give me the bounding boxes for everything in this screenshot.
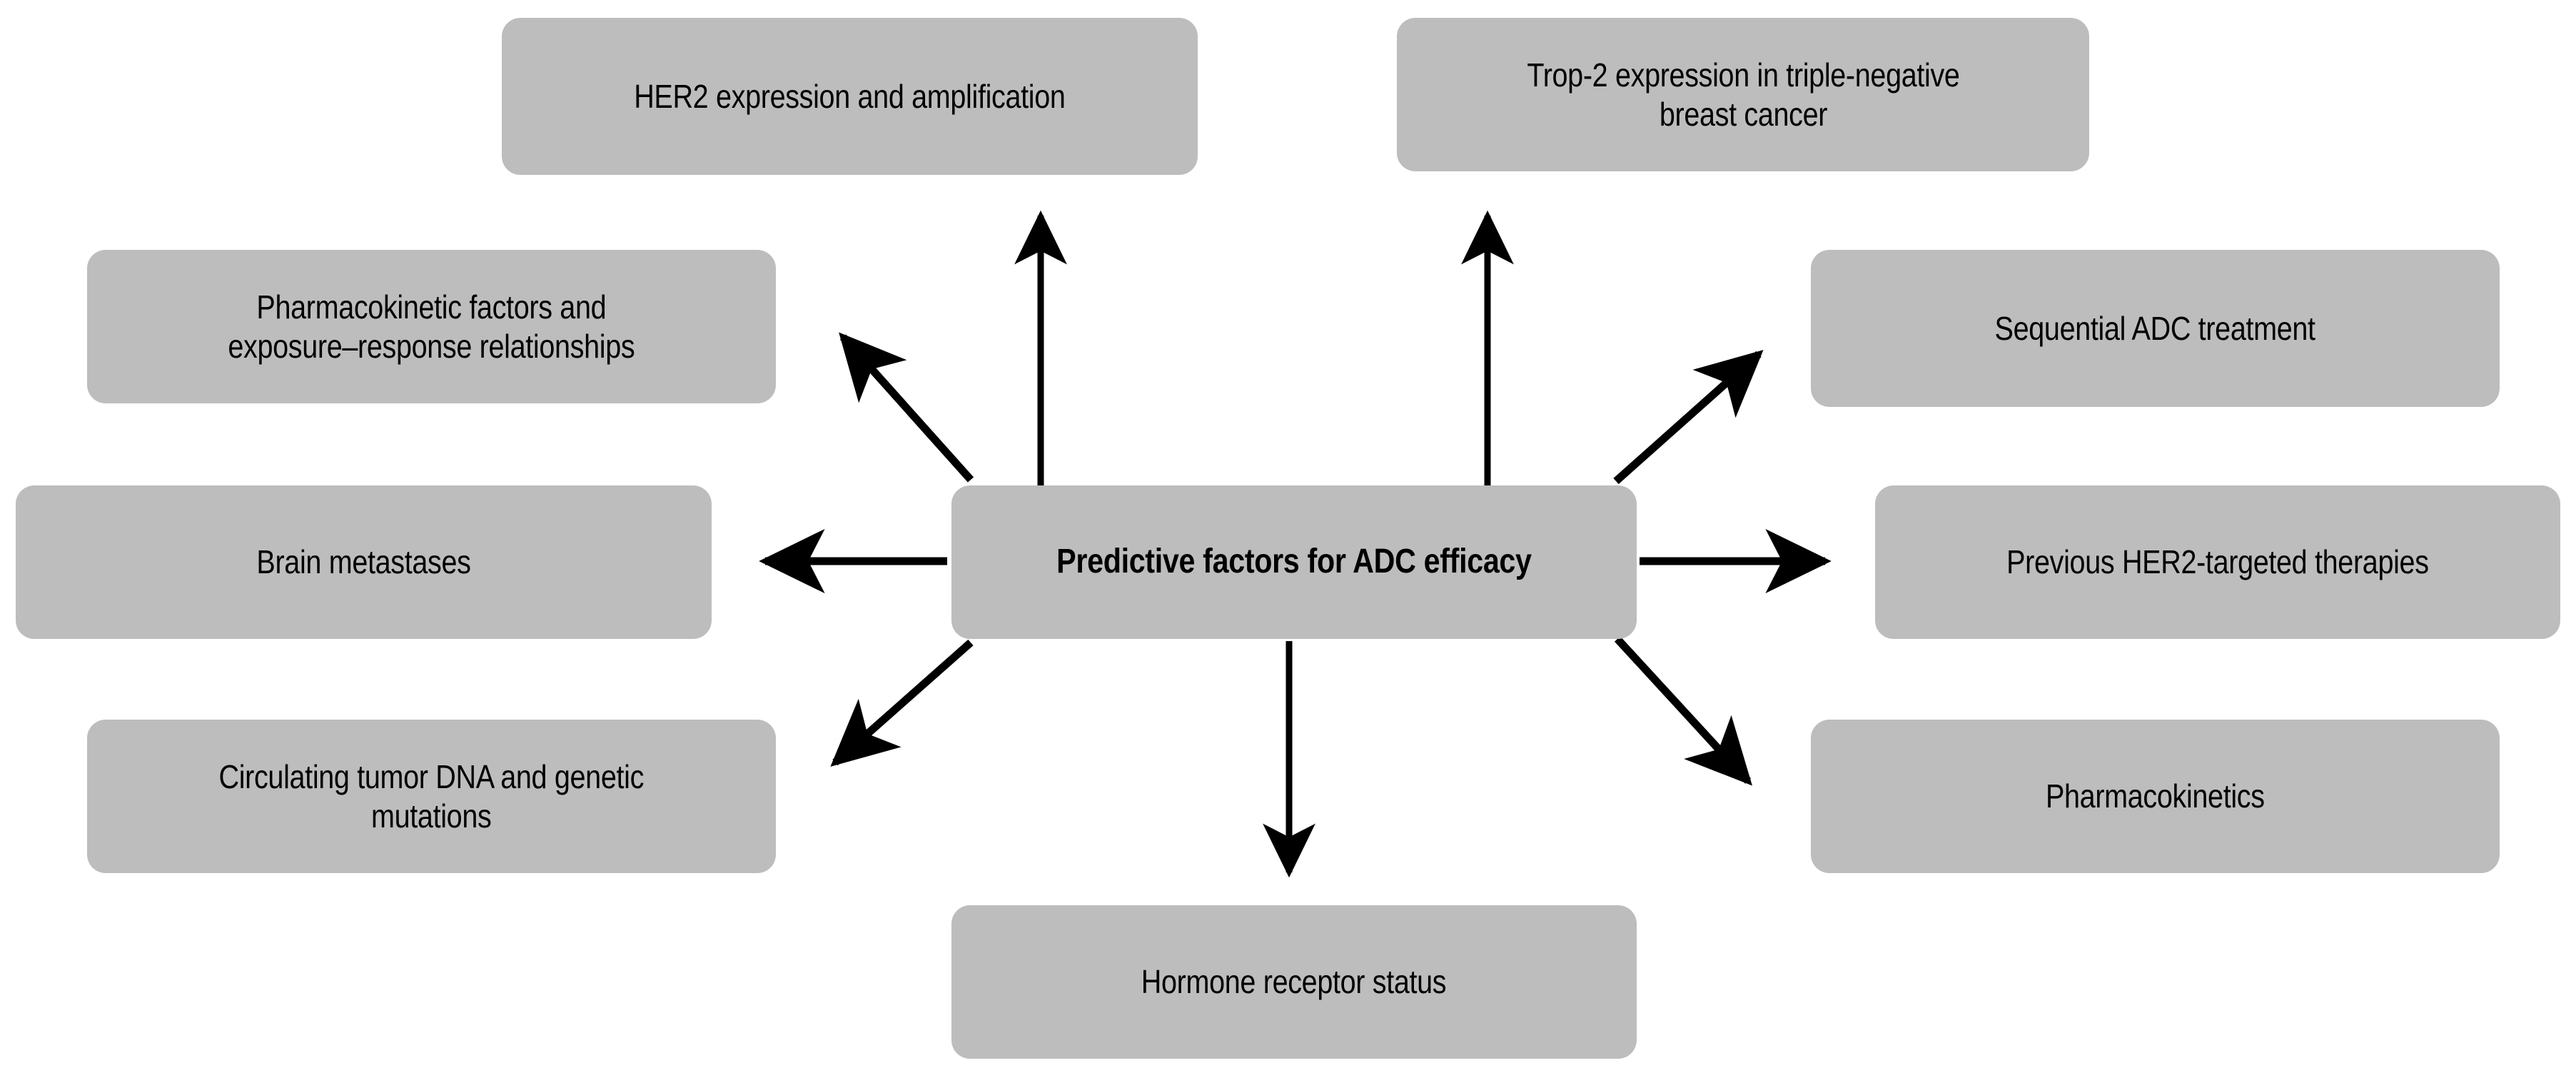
node-sequential-adc-treatment-label: Sequential ADC treatment — [1994, 309, 2316, 347]
node-previous-her2-targeted-therapies-label: Previous HER2-targeted therapies — [2006, 543, 2429, 581]
node-pharmacokinetic-factors-label: Pharmacokinetic factors and exposure–res… — [228, 288, 635, 365]
edge-center-to-sequential — [1613, 350, 1764, 485]
node-her2-expression[interactable]: HER2 expression and amplification — [502, 18, 1198, 175]
node-previous-her2-targeted-therapies[interactable]: Previous HER2-targeted therapies — [1875, 485, 2560, 639]
edge-center-to-ctdna — [830, 639, 974, 767]
node-hormone-receptor-status[interactable]: Hormone receptor status — [951, 905, 1637, 1059]
node-sequential-adc-treatment[interactable]: Sequential ADC treatment — [1811, 250, 2500, 407]
node-circulating-tumor-dna-label: Circulating tumor DNA and genetic mutati… — [218, 758, 645, 835]
node-brain-metastases[interactable]: Brain metastases — [16, 485, 712, 639]
node-pharmacokinetic-factors[interactable]: Pharmacokinetic factors and exposure–res… — [87, 250, 776, 403]
node-pharmacokinetics[interactable]: Pharmacokinetics — [1811, 720, 2500, 873]
node-trop2-expression[interactable]: Trop-2 expression in triple-negative bre… — [1397, 18, 2089, 171]
edge-center-to-pharmaco — [1614, 636, 1752, 786]
node-hormone-receptor-status-label: Hormone receptor status — [1141, 963, 1447, 1001]
node-pharmacokinetics-label: Pharmacokinetics — [2046, 777, 2265, 815]
node-center-predictive-factors-label: Predictive factors for ADC efficacy — [1056, 543, 1532, 581]
node-trop2-expression-label: Trop-2 expression in triple-negative bre… — [1526, 56, 1960, 133]
edge-center-to-pk-factors — [839, 332, 974, 483]
node-brain-metastases-label: Brain metastases — [256, 543, 471, 581]
node-her2-expression-label: HER2 expression and amplification — [634, 77, 1066, 115]
node-circulating-tumor-dna[interactable]: Circulating tumor DNA and genetic mutati… — [87, 720, 776, 873]
node-center-predictive-factors[interactable]: Predictive factors for ADC efficacy — [951, 485, 1637, 639]
